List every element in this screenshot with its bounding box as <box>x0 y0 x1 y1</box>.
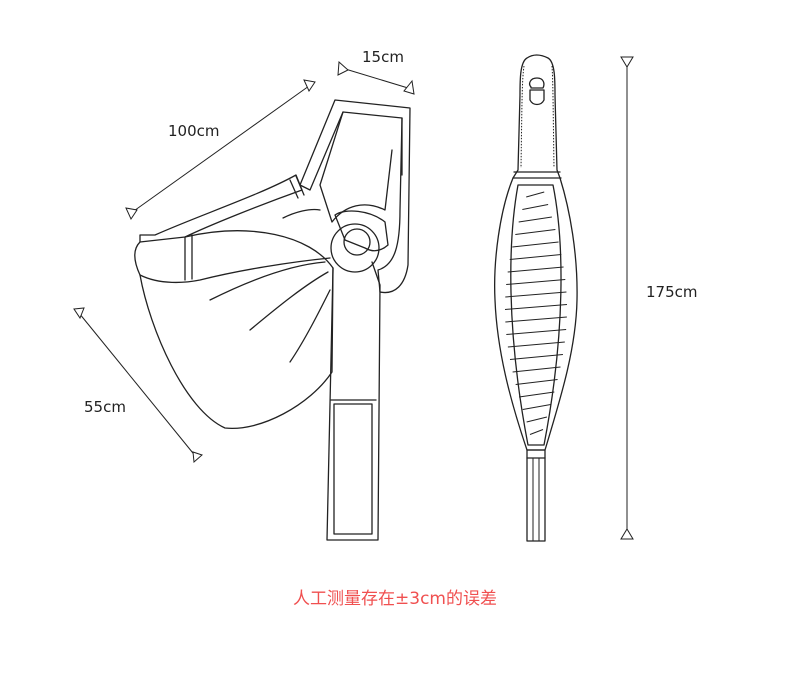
dimension-line-100cm <box>125 79 316 221</box>
dimension-line-55cm <box>73 307 203 464</box>
strap-stripe <box>526 416 548 423</box>
strap-stripe <box>512 366 561 373</box>
strap-stripe <box>507 341 565 348</box>
strap-stripes <box>504 191 568 435</box>
measurement-error-note: 人工测量存在±3cm的误差 <box>293 589 497 609</box>
strap-stripe <box>504 304 568 310</box>
dimension-label-pouch: 55cm <box>84 398 126 416</box>
strap-stripe <box>522 404 551 410</box>
strap-stripe <box>509 354 563 360</box>
strap-stripe <box>526 191 545 198</box>
strap-stripe <box>507 266 564 273</box>
sling-side-view <box>134 99 411 541</box>
dimension-label-diagonal: 100cm <box>168 122 220 140</box>
strap-stripe <box>519 391 555 398</box>
strap-stripe <box>518 216 552 223</box>
strap-stripe <box>505 316 567 323</box>
strap-stripe <box>515 379 558 385</box>
dimension-label-total-length: 175cm <box>646 283 698 301</box>
strap-stripe <box>506 329 567 335</box>
dimension-label-strap-width: 15cm <box>362 48 404 66</box>
strap-stripe <box>506 279 566 285</box>
strap-stripe <box>505 291 567 298</box>
dimension-line-175cm <box>620 56 634 540</box>
strap-stripe <box>515 229 556 235</box>
sling-flat-view <box>494 54 578 542</box>
dimension-line-15cm <box>337 60 415 95</box>
strap-stripe <box>529 429 544 435</box>
strap-stripe <box>522 204 549 210</box>
strap-stripe <box>512 241 559 248</box>
strap-stripe <box>509 254 562 260</box>
